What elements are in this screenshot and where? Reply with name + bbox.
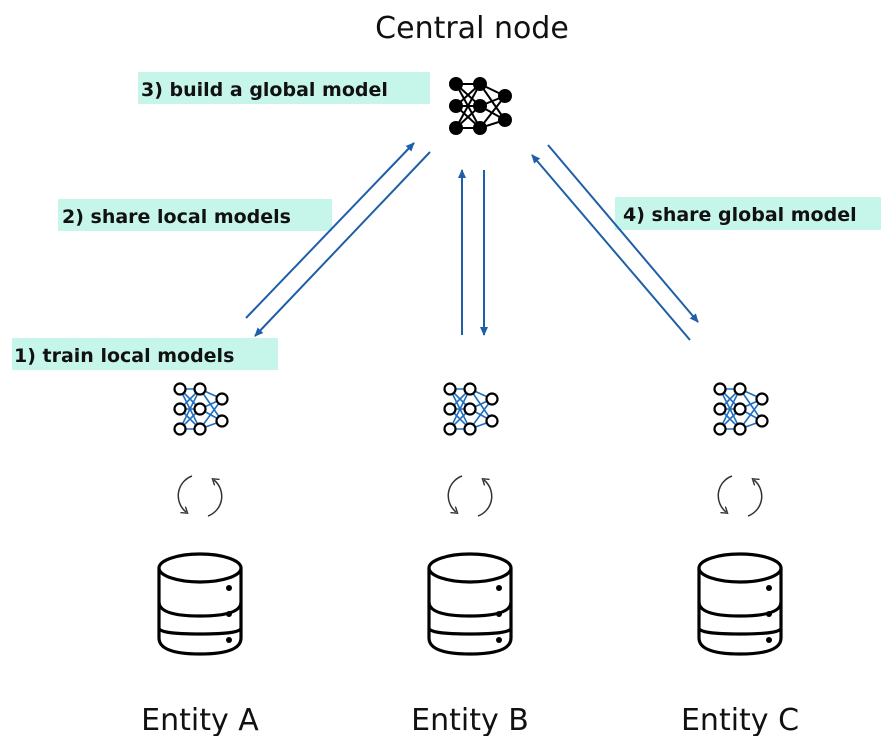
entity-c: Entity C: [681, 384, 799, 736]
arrow-central-to-entity-c: [547, 144, 699, 323]
step-3-highlight: [138, 72, 430, 104]
entity-label: Entity B: [411, 703, 529, 736]
neural-network-icon: [449, 77, 512, 135]
entity-a: Entity A: [141, 384, 259, 736]
entity-b: Entity B: [411, 384, 529, 736]
entity-label: Entity C: [681, 703, 799, 736]
step-label-train: 1) train local models: [14, 345, 234, 367]
arrow-central-to-entity-a: [254, 151, 431, 337]
central-node-title: Central node: [375, 11, 569, 46]
step-label-build-global: 3) build a global model: [141, 79, 388, 101]
entity-label: Entity A: [141, 703, 259, 736]
arrow-entity-a-to-central: [245, 142, 415, 319]
step-4-highlight: [615, 197, 881, 230]
step-label-share-global: 4) share global model: [623, 204, 857, 226]
arrow-entity-c-to-central: [531, 154, 691, 341]
step-label-share-local: 2) share local models: [62, 206, 291, 228]
step-2-highlight: [58, 199, 332, 231]
step-1-highlight: [12, 338, 278, 370]
